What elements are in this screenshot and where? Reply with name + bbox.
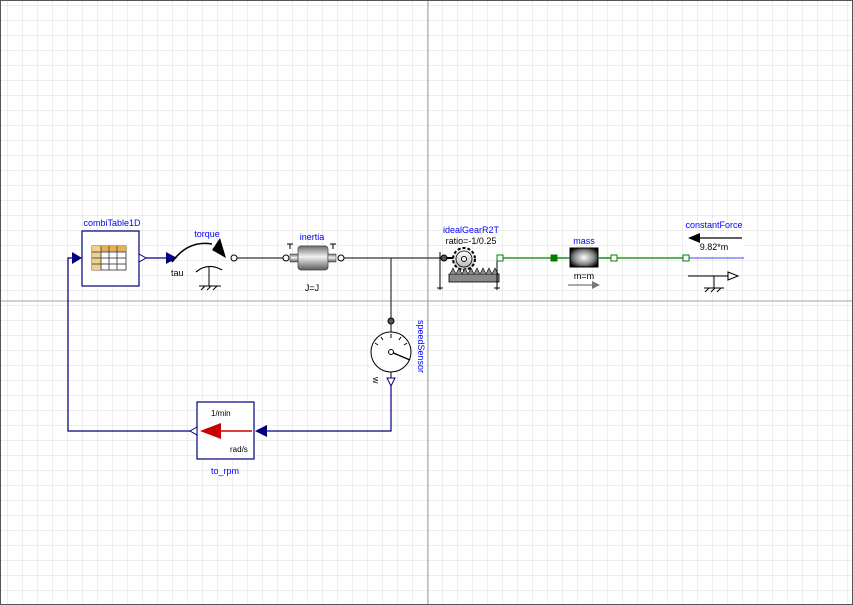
torque-label: torque: [194, 229, 220, 239]
constant-force-label: constantForce: [685, 220, 742, 230]
inertia-param: J=J: [305, 283, 319, 293]
mass-flange-b[interactable]: [610, 254, 618, 262]
speed-sensor-output-label: w: [371, 376, 381, 384]
ideal-gear-param: ratio=-1/0.25: [446, 236, 497, 246]
combi-table-label: combiTable1D: [83, 218, 141, 228]
inertia-label: inertia: [300, 232, 325, 242]
ideal-gear-block[interactable]: idealGearR2T ratio=-1/0.25: [437, 225, 504, 290]
to-rpm-label: to_rpm: [211, 466, 239, 476]
to-rpm-input-port[interactable]: [255, 425, 267, 437]
mass-block-icon: [569, 247, 599, 268]
torque-param: tau: [171, 268, 184, 278]
gear-flange-trans[interactable]: [496, 254, 504, 262]
gear-rack-icon: [437, 247, 500, 290]
to-rpm-output-port[interactable]: [188, 426, 198, 436]
speedometer-icon: [370, 331, 412, 373]
mass-label: mass: [573, 236, 595, 246]
torque-block[interactable]: torque tau: [166, 229, 238, 291]
speed-sensor-flange[interactable]: [387, 317, 395, 325]
ideal-gear-label: idealGearR2T: [443, 225, 500, 235]
cylinder-icon: [297, 245, 329, 271]
constant-force-param: 9.82*m: [700, 242, 729, 252]
table-input-port[interactable]: [72, 252, 82, 264]
torque-input-port[interactable]: [166, 252, 177, 264]
to-rpm-unit-out: 1/min: [211, 409, 231, 418]
speed-sensor-block[interactable]: w speedSensor: [370, 317, 426, 388]
torque-arc-icon: [171, 238, 226, 291]
ground-icon: [688, 271, 740, 293]
to-rpm-block[interactable]: 1/min rad/s to_rpm: [188, 401, 267, 476]
table-icon: [91, 245, 127, 271]
inertia-flange-a[interactable]: [282, 254, 290, 262]
speed-sensor-output-port[interactable]: [386, 377, 396, 388]
torque-flange[interactable]: [230, 254, 238, 262]
speed-sensor-label: speedSensor: [416, 320, 426, 373]
unit-conversion-icon: [200, 423, 252, 439]
constant-force-flange[interactable]: [682, 254, 690, 262]
force-arrow-icon: [688, 233, 742, 243]
combi-table-block[interactable]: combiTable1D: [72, 218, 148, 287]
to-rpm-unit-in: rad/s: [230, 445, 248, 454]
mass-param: m=m: [574, 271, 594, 281]
constant-force-block[interactable]: constantForce 9.82*m: [682, 220, 744, 293]
inertia-block[interactable]: inertia J=J: [282, 232, 345, 293]
gear-flange[interactable]: [440, 254, 448, 262]
mass-flange-a[interactable]: [550, 254, 558, 262]
direction-arrow-icon: [568, 281, 600, 289]
mass-block[interactable]: mass m=m: [550, 236, 618, 289]
inertia-flange-b[interactable]: [337, 254, 345, 262]
table-output-port[interactable]: [138, 253, 148, 263]
